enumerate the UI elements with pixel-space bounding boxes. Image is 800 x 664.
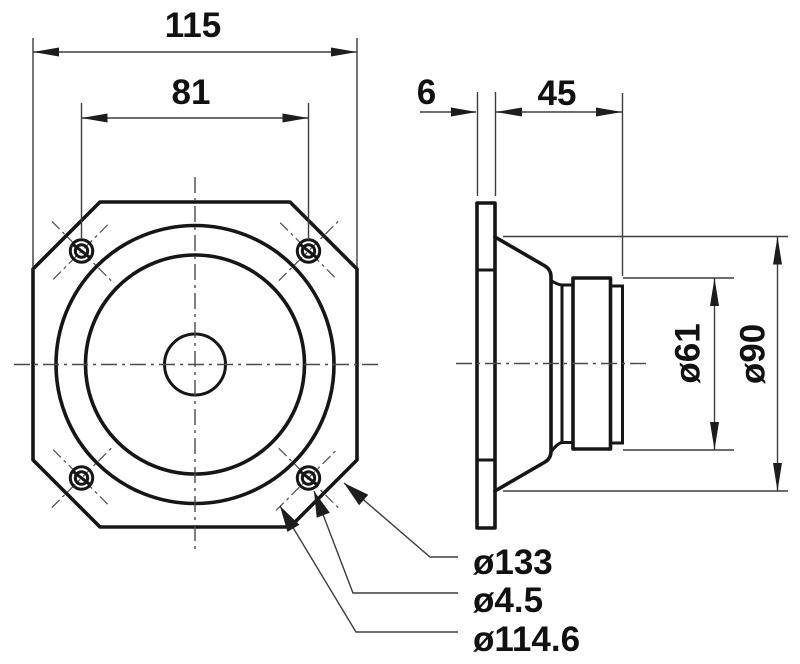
leader-bolt-circle-diameter: ø114.6 bbox=[279, 505, 580, 659]
dimension-mounting-depth: 45 bbox=[496, 74, 624, 276]
screw-hole-outer bbox=[68, 465, 95, 491]
screw-hole-inner bbox=[73, 243, 90, 259]
leader-arrowhead bbox=[344, 483, 369, 506]
arrowhead-bottom bbox=[773, 463, 782, 491]
dimension-basket-diameter: ø90 bbox=[503, 235, 788, 492]
screw-hole-bottom-right bbox=[295, 465, 322, 491]
screw-slot bbox=[299, 470, 318, 486]
hole-mark bbox=[52, 449, 111, 507]
side-view bbox=[456, 201, 648, 530]
dim-133-label: ø133 bbox=[473, 543, 553, 582]
screw-hole-bottom-left bbox=[68, 465, 95, 491]
arrowhead-left bbox=[496, 107, 522, 117]
screw-slot bbox=[299, 243, 318, 259]
hole-mark bbox=[275, 449, 338, 511]
front-center-lines bbox=[14, 177, 378, 553]
dim-6-label: 6 bbox=[417, 73, 436, 112]
arrowhead-right bbox=[596, 107, 622, 117]
dimension-hole-spacing: 81 bbox=[80, 73, 310, 238]
dim-90-label: ø90 bbox=[734, 324, 773, 384]
dim-115-label: 115 bbox=[165, 6, 221, 45]
dim-45-label: 45 bbox=[538, 74, 577, 113]
screw-hole-inner bbox=[73, 470, 90, 486]
leader-overall-diagonal: ø133 bbox=[343, 482, 553, 582]
screw-hole-outer bbox=[295, 238, 322, 264]
dimension-overall-width: 115 bbox=[32, 6, 358, 267]
rear-suspension-step bbox=[549, 279, 575, 454]
leader-screw-hole-diameter: ø4.5 bbox=[313, 490, 543, 620]
hole-mark bbox=[279, 222, 338, 280]
arrowhead-right bbox=[282, 113, 309, 123]
hole-mark bbox=[51, 447, 112, 509]
hole-mark bbox=[278, 447, 339, 509]
arrowhead-bottom bbox=[710, 422, 719, 450]
front-view bbox=[14, 177, 378, 553]
screw-hole-outer bbox=[68, 238, 95, 264]
arrowhead-left bbox=[81, 113, 108, 123]
leader-arrowhead bbox=[280, 506, 300, 532]
arrowhead bbox=[451, 107, 477, 117]
arrowhead-left bbox=[33, 47, 59, 57]
screw-hole-outer bbox=[295, 465, 322, 491]
arrowhead-right bbox=[331, 47, 357, 57]
dimension-flange-thickness: 6 bbox=[417, 73, 497, 196]
leader-line bbox=[343, 482, 458, 558]
flange-profile bbox=[475, 201, 497, 530]
screw-slot bbox=[72, 470, 91, 486]
screw-slot bbox=[72, 243, 91, 259]
bolt-circle-marks bbox=[51, 220, 339, 511]
screw-hole-top-right bbox=[295, 238, 322, 264]
leader-line bbox=[279, 505, 458, 633]
screw-hole-inner bbox=[300, 243, 317, 259]
leader-arrowhead bbox=[314, 491, 330, 518]
arrowhead-top bbox=[710, 278, 719, 306]
dim-61-label: ø61 bbox=[669, 323, 708, 383]
dim-114-6-label: ø114.6 bbox=[473, 620, 580, 659]
screw-hole-top-left bbox=[68, 238, 95, 264]
leader-line bbox=[313, 490, 458, 594]
arrowhead-top bbox=[773, 236, 782, 265]
screw-hole-inner bbox=[300, 470, 317, 486]
dim-4-5-label: ø4.5 bbox=[473, 581, 543, 620]
dim-81-label: 81 bbox=[172, 73, 211, 112]
hole-mark bbox=[52, 222, 111, 280]
rear-plate-profile bbox=[609, 284, 624, 445]
hole-mark bbox=[278, 220, 339, 282]
hole-mark bbox=[51, 220, 112, 282]
dimension-magnet-diameter: ø61 bbox=[623, 277, 734, 451]
